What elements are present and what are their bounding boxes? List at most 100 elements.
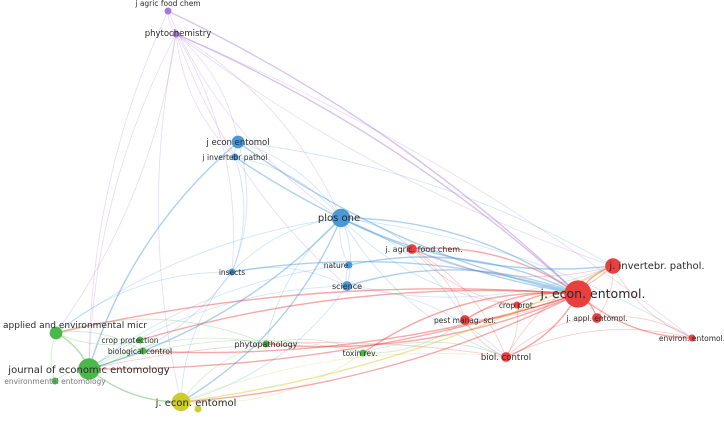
- edge-science-biol-control: [346, 285, 507, 358]
- node-label-pest-manag-sci: pest manag. sci.: [434, 316, 496, 325]
- node-label-j-econ-entomol-red: j. econ. entomol.: [540, 286, 646, 301]
- node-layer: [49, 7, 696, 413]
- node-label-phytochemistry: phytochemistry: [145, 29, 212, 39]
- edge-toxins-rev-biol-control: [362, 341, 507, 358]
- edge-insects-j-econ-entomol-red: [231, 260, 579, 295]
- edge-j-econ-entomol-red-environ-entomol: [577, 293, 693, 339]
- edge-j-econ-entomol-red-phytopathology: [265, 293, 579, 348]
- edge-j-invertebr-pathol-red-pest-manag-sci: [464, 265, 614, 321]
- edge-j-econ-entomol-blue-j-invertebr-pathol-red: [237, 141, 614, 267]
- edge-j-econ-entomol-red-crop-protection: [139, 289, 579, 341]
- edge-applied-environmental-micr-biological-control: [55, 331, 144, 352]
- edge-journal-economic-entomology-toxins-rev: [88, 339, 364, 370]
- node-label-j-econ-entomol-yellow: j. econ. entomol: [155, 398, 237, 409]
- node-j-agric-food-chem-red[interactable]: [407, 244, 417, 254]
- node-label-phytopathology: phytopathology: [235, 340, 298, 349]
- edge-biol-control-environ-entomol: [505, 329, 693, 358]
- node-toxins-rev[interactable]: [359, 349, 367, 357]
- node-j-econ-entomol-blue[interactable]: [231, 135, 245, 149]
- edge-j-agric-food-chem-red-pest-manag-sci: [411, 248, 466, 321]
- edge-plos-one-applied-environmental-micr: [55, 217, 342, 334]
- edge-science-j-econ-entomol-red: [346, 269, 579, 295]
- node-environ-entomol[interactable]: [688, 334, 696, 342]
- edge-phytochemistry-environ-entomol: [175, 33, 693, 339]
- node-phytochemistry[interactable]: [172, 30, 180, 38]
- edge-j-agric-food-chem-purple-j-econ-entomol-red: [167, 10, 579, 295]
- node-label-j-invertebr-pathol-blue: j invertebr pathol: [202, 153, 268, 162]
- edge-plos-one-j-econ-entomol-yellow: [180, 217, 342, 403]
- node-label-j-agric-food-chem-red: j. agric. food chem.: [384, 245, 462, 254]
- edge-j-econ-entomol-blue-journal-economic-entomology: [88, 141, 239, 370]
- node-j-agric-food-chem-purple[interactable]: [164, 7, 172, 15]
- node-science[interactable]: [342, 281, 352, 291]
- edge-phytochemistry-j-econ-entomol-red: [175, 33, 579, 295]
- edge-nature-j-econ-entomol-red: [348, 256, 579, 295]
- node-journal-economic-entomology[interactable]: [78, 358, 100, 380]
- edge-j-agric-food-chem-red-crop-prot: [411, 248, 518, 306]
- edge-j-econ-entomol-red-toxins-rev: [362, 292, 579, 354]
- edge-plos-one-j-econ-entomol-red: [340, 217, 579, 295]
- edge-phytochemistry-j-econ-entomol-yellow: [158, 33, 182, 403]
- label-layer: j agric food chem phytochemistry j econ en…: [3, 0, 724, 409]
- node-label-insects: insects: [219, 268, 245, 277]
- edge-j-econ-entomol-blue-plos-one: [237, 141, 342, 219]
- edge-nature-journal-economic-entomology: [88, 264, 350, 370]
- edge-science-j-invertebr-pathol-red: [346, 265, 614, 298]
- node-label-applied-environmental-micr: applied and environmental micr: [3, 321, 147, 331]
- edge-toxins-rev-pest-manag-sci: [362, 319, 466, 354]
- edge-insects-j-econ-entomol-yellow: [180, 271, 233, 403]
- edge-plos-one-crop-prot: [340, 217, 518, 306]
- edge-j-appl-entomol-biol-control: [505, 317, 598, 358]
- edge-phytochemistry-insects: [175, 33, 234, 273]
- edge-j-invertebr-pathol-blue-insects: [231, 156, 245, 273]
- edge-insects-applied-environmental-micr: [55, 271, 233, 334]
- node-label-environ-entomol: environ. entomol.: [659, 334, 724, 343]
- edge-applied-environmental-micr-crop-protection: [55, 332, 141, 345]
- node-label-j-agric-food-chem-purple: j agric food chem: [134, 0, 200, 8]
- edge-j-econ-entomol-blue-j-econ-entomol-red: [237, 141, 579, 295]
- node-j-invertebr-pathol-red[interactable]: [605, 258, 621, 274]
- node-label-j-econ-entomol-blue: j econ entomol: [205, 138, 269, 148]
- node-phytopathology[interactable]: [262, 340, 270, 348]
- node-label-plos-one: plos one: [318, 213, 360, 224]
- node-j-econ-entomol-yellow[interactable]: [171, 392, 191, 412]
- node-label-crop-protection: crop protection: [101, 336, 158, 345]
- edge-j-invertebr-pathol-blue-plos-one: [234, 156, 342, 219]
- node-yellow-small[interactable]: [194, 405, 202, 413]
- edge-science-insects: [231, 267, 348, 287]
- node-j-econ-entomol-red[interactable]: [564, 280, 592, 308]
- edge-phytochemistry-applied-environmental-micr: [55, 33, 177, 334]
- node-label-journal-economic-entomology: journal of economic entomology: [7, 365, 169, 376]
- edge-j-econ-entomol-red-journal-economic-entomology: [88, 293, 579, 370]
- edge-science-j-econ-entomol-yellow: [180, 285, 348, 403]
- edge-j-econ-entomol-red-biological-control: [142, 293, 579, 354]
- node-crop-prot[interactable]: [513, 301, 521, 309]
- edge-j-appl-entomol-environ-entomol: [596, 316, 693, 339]
- node-insects[interactable]: [228, 268, 236, 276]
- edge-j-econ-entomol-yellow-biol-control: [180, 352, 507, 403]
- edge-layer: [50, 10, 693, 410]
- edge-phytochemistry-journal-economic-entomology: [88, 33, 177, 370]
- node-pest-manag-sci[interactable]: [460, 315, 470, 325]
- node-environmental-entomology[interactable]: [51, 377, 59, 385]
- edge-j-econ-entomol-red-applied-environmental-micr: [55, 288, 579, 334]
- node-crop-protection[interactable]: [136, 336, 144, 344]
- edge-phytopathology-j-econ-entomol-yellow: [180, 343, 267, 403]
- edge-j-econ-entomol-red-j-econ-entomol-yellow: [180, 293, 579, 403]
- edge-j-invertebr-pathol-red-environ-entomol: [612, 265, 693, 339]
- edge-science-journal-economic-entomology: [88, 285, 348, 370]
- node-applied-environmental-micr[interactable]: [49, 326, 63, 340]
- node-label-biological-control: biological control: [108, 347, 172, 356]
- node-label-environmental-entomology: environmental entomology: [4, 377, 106, 386]
- node-j-invertebr-pathol-blue[interactable]: [231, 153, 239, 161]
- edge-j-agric-food-chem-purple-plos-one: [167, 10, 342, 219]
- node-nature[interactable]: [345, 261, 353, 269]
- node-biol-control[interactable]: [501, 352, 511, 362]
- node-j-appl-entomol[interactable]: [592, 313, 602, 323]
- node-biological-control[interactable]: [139, 347, 147, 355]
- node-label-biol-control: biol. control: [481, 353, 531, 363]
- node-label-j-appl-entomol: j. appl. entomol.: [565, 314, 627, 323]
- node-label-crop-prot: crop prot.: [499, 301, 535, 310]
- node-label-nature: nature: [324, 261, 349, 270]
- node-plos-one[interactable]: [331, 208, 351, 228]
